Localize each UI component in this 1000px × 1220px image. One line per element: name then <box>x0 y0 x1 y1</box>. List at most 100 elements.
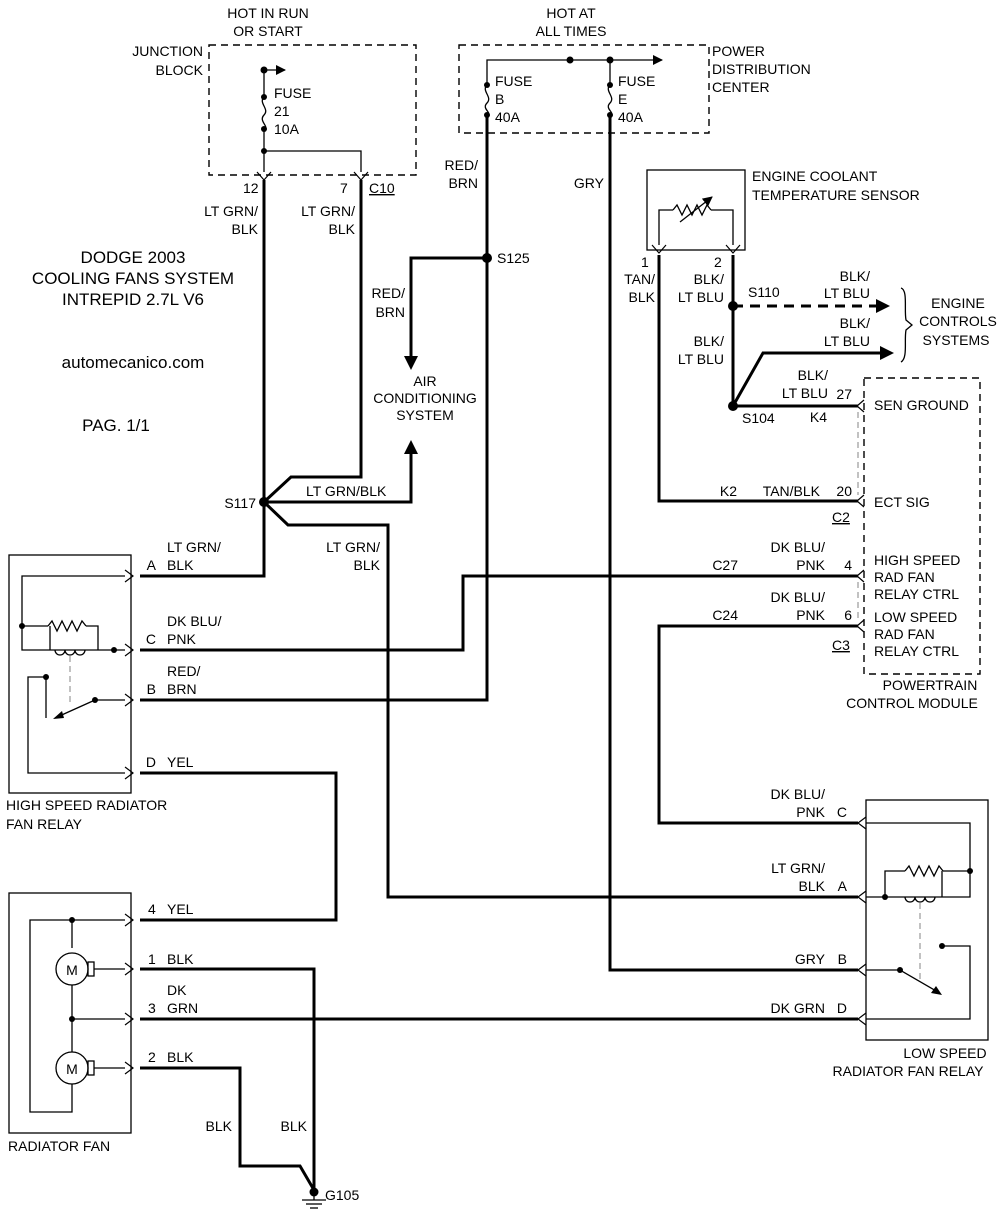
wire-pcm4-hsrelay-C <box>140 574 858 652</box>
title-block: DODGE 2003 COOLING FANS SYSTEM INTREPID … <box>32 248 234 435</box>
ls-relay-pinA-label: A <box>838 878 848 894</box>
fan-pin4-connector <box>124 913 134 927</box>
ec-wireD-label-line1: BLK/ <box>798 367 828 383</box>
ect-wire1-label-line2: BLK <box>629 289 656 305</box>
fan-motor1-label: M <box>66 962 78 978</box>
wire-jb7-s117 <box>262 180 363 504</box>
jb-label-line2: BLOCK <box>156 62 204 78</box>
fan-internal-loop <box>29 919 73 1113</box>
fan-wire1-label: BLK <box>167 951 194 967</box>
pcm-ect-sig-label: ECT SIG <box>874 494 930 510</box>
ec-wireA-label-line2: LT BLU <box>824 285 870 301</box>
pdc-label-line3: CENTER <box>712 79 770 95</box>
ect-wire1-label-line1: TAN/ <box>624 271 655 287</box>
hs-relay-pinB-label: B <box>147 681 156 697</box>
fan-motor1-brush <box>87 961 95 977</box>
jb-hot-line1: HOT IN RUN <box>227 5 308 21</box>
jb-pin7-connector <box>353 171 369 181</box>
pcm-hs-label-line1: HIGH SPEED <box>874 552 960 568</box>
engine-controls-arrow-2 <box>880 346 894 360</box>
wire12-label-line2: BLK <box>232 221 259 237</box>
pcm-pin4-label: 4 <box>844 557 852 573</box>
engine-controls-brace <box>900 287 914 363</box>
pcm-pin20-connector <box>856 494 865 508</box>
ect-pin1-label: 1 <box>641 254 649 270</box>
ground-label: G105 <box>325 1187 359 1203</box>
title-line1: DODGE 2003 <box>81 248 186 267</box>
hs-relay-resistor <box>47 619 87 633</box>
fan-pin2-connector <box>124 1061 134 1075</box>
high-speed-radiator-fan-relay: A LT GRN/ BLK C DK BLU/ PNK B RED/ BRN D… <box>6 539 381 832</box>
pcm-wire6-label-line1: DK BLU/ <box>771 589 826 605</box>
jb-internal-wire <box>264 150 362 172</box>
pcm-ls-label-line1: LOW SPEED <box>874 609 957 625</box>
radiator-fan-label: RADIATOR FAN <box>8 1138 110 1154</box>
ec-wireC-label-line2: LT BLU <box>678 351 724 367</box>
s117-down-wire-label-line2: BLK <box>354 557 381 573</box>
junction-block-outline <box>208 44 417 176</box>
junction-block: HOT IN RUN OR START JUNCTION BLOCK FUSE … <box>132 5 417 237</box>
pcm-wire4-label-line2: PNK <box>796 557 825 573</box>
pcm-pin6-connector <box>856 619 865 633</box>
ect-pin2-label: 2 <box>714 254 722 270</box>
fuseB-label-line1: FUSE <box>495 73 532 89</box>
wire-fan1-ground <box>140 967 316 1190</box>
wire7-label-line1: LT GRN/ <box>301 203 355 219</box>
ac-up-arrow <box>404 440 418 454</box>
fan-internal-pin4 <box>71 919 125 948</box>
jb-pin12-label: 12 <box>243 180 259 196</box>
pdc-bus <box>486 55 663 85</box>
fan-pin4-label: 4 <box>148 901 156 917</box>
wire-pcm6-lsrelay-C <box>657 624 858 825</box>
air-conditioning: RED/ BRN AIR CONDITIONING SYSTEM LT GRN/… <box>306 285 477 499</box>
ls-relay-pinD-connector <box>857 1012 867 1026</box>
ls-relay-resistor <box>904 864 944 878</box>
ls-relay-contact-circuit <box>866 945 971 1020</box>
ls-relay-pinB-label: B <box>838 951 847 967</box>
wire-s104-engine-controls <box>731 351 880 407</box>
splice-s117 <box>259 497 269 507</box>
pcm-outline <box>863 377 981 675</box>
hs-relay-pinC-label: C <box>146 631 156 647</box>
pcm-c2-label: C2 <box>832 509 850 525</box>
fuse21-label-line1: FUSE <box>274 85 311 101</box>
low-speed-radiator-fan-relay: C DK BLU/ PNK A LT GRN/ BLK B GRY D DK G… <box>771 786 989 1079</box>
hs-relay-pinA-connector <box>124 569 134 583</box>
ls-relay-pinB-connector <box>857 963 867 977</box>
splice-s110-label: S110 <box>748 284 780 300</box>
fan-motor2-label: M <box>66 1061 78 1077</box>
ac-label-line1: AIR <box>413 373 436 389</box>
ls-relay-wireC-label-line1: DK BLU/ <box>771 786 826 802</box>
hs-relay-coil-circuit <box>21 575 125 651</box>
ac-wire-label-line2: BRN <box>375 304 405 320</box>
ect-wire2-label-line1: BLK/ <box>694 271 724 287</box>
wire-s117-hsrelay-A <box>140 502 266 578</box>
ec-label-line2: CONTROLS <box>919 313 997 329</box>
ect-thermistor-arrow <box>679 196 713 223</box>
wire-s125-ac <box>409 256 487 358</box>
ls-relay-pinA-connector <box>857 890 867 904</box>
s117-down-wire-label-line1: LT GRN/ <box>326 539 380 555</box>
pdc-label-line1: POWER <box>712 43 765 59</box>
hs-relay-pinD-connector <box>124 766 134 780</box>
page-number: PAG. 1/1 <box>82 416 150 435</box>
hs-relay-wireC-label-line1: DK BLU/ <box>167 613 222 629</box>
pdc-bus-dot <box>566 56 574 64</box>
pcm-hs-label-line2: RAD FAN <box>874 569 935 585</box>
ac-label-line3: SYSTEM <box>396 407 454 423</box>
splice-s110 <box>728 301 738 311</box>
ls-relay-body <box>865 799 989 1041</box>
ls-relay-wireB-label: GRY <box>795 951 826 967</box>
fan-pin3-label: 3 <box>148 1000 156 1016</box>
ect-internal-right <box>711 209 734 245</box>
ect-sensor-body <box>646 169 746 251</box>
pdc-label-line2: DISTRIBUTION <box>712 61 811 77</box>
ec-label-line3: SYSTEMS <box>923 332 990 348</box>
ect-internal-left <box>658 209 673 245</box>
fan-wire3-label-line1: DK <box>167 982 187 998</box>
s117-ac-wire-label: LT GRN/BLK <box>306 483 387 499</box>
ls-relay-resistor-lead-left <box>884 870 905 897</box>
fan-pin3-connector <box>124 1012 134 1026</box>
wireB-label-line1: RED/ <box>445 157 479 173</box>
wire-fuseE-lsrelay-B <box>608 115 858 972</box>
